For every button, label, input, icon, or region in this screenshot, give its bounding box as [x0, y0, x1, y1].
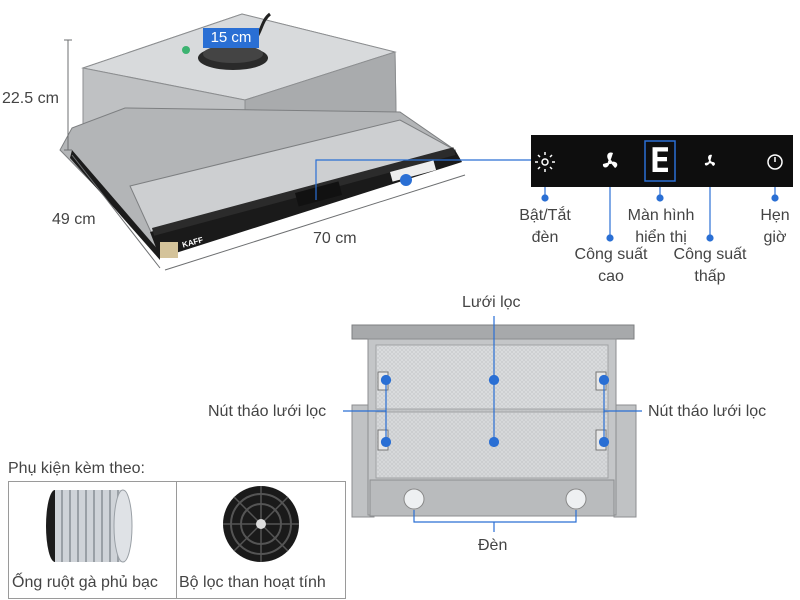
- low-fan-icon: [704, 154, 715, 166]
- accessories-divider: [176, 481, 177, 599]
- accessories-box: [8, 481, 346, 599]
- timer-label: Hẹn giờ: [760, 207, 790, 246]
- accessories-title: Phụ kiện kèm theo:: [8, 460, 145, 477]
- high-power-label: Công suất cao: [574, 246, 648, 285]
- filter-label: Lưới lọc: [462, 294, 521, 311]
- display-frame: [644, 140, 676, 182]
- filter-view-image: [351, 324, 637, 518]
- display-label: Màn hình hiển thị: [627, 207, 695, 246]
- control-panel-icons: [535, 140, 783, 182]
- control-panel: E: [531, 135, 793, 187]
- carbon-filter-image: [223, 486, 299, 562]
- width-label: 70 cm: [313, 230, 357, 247]
- duct-diameter-label: 15 cm: [203, 28, 259, 48]
- light-icon: [535, 152, 555, 172]
- filter-release-right-label: Nút tháo lưới lọc: [648, 403, 767, 420]
- depth-label: 49 cm: [52, 211, 96, 228]
- flexible-duct-image: [46, 489, 133, 563]
- high-fan-icon: [602, 152, 618, 168]
- light-toggle-label: Bật/Tắt đèn: [519, 207, 571, 246]
- lights-label: Đèn: [478, 537, 508, 554]
- range-hood-product-image: [59, 12, 462, 260]
- accessory-filter-label: Bộ lọc than hoạt tính: [179, 574, 326, 591]
- low-power-label: Công suất thấp: [673, 246, 747, 285]
- dimension-lines: [64, 39, 466, 271]
- display-digit: E: [649, 141, 671, 181]
- filter-callouts: [343, 316, 642, 532]
- accessory-duct-label: Ống ruột gà phủ bạc: [12, 574, 158, 591]
- filter-release-left-label: Nút tháo lưới lọc: [208, 403, 327, 420]
- height-label: 22.5 cm: [2, 90, 59, 107]
- timer-icon: [767, 154, 783, 170]
